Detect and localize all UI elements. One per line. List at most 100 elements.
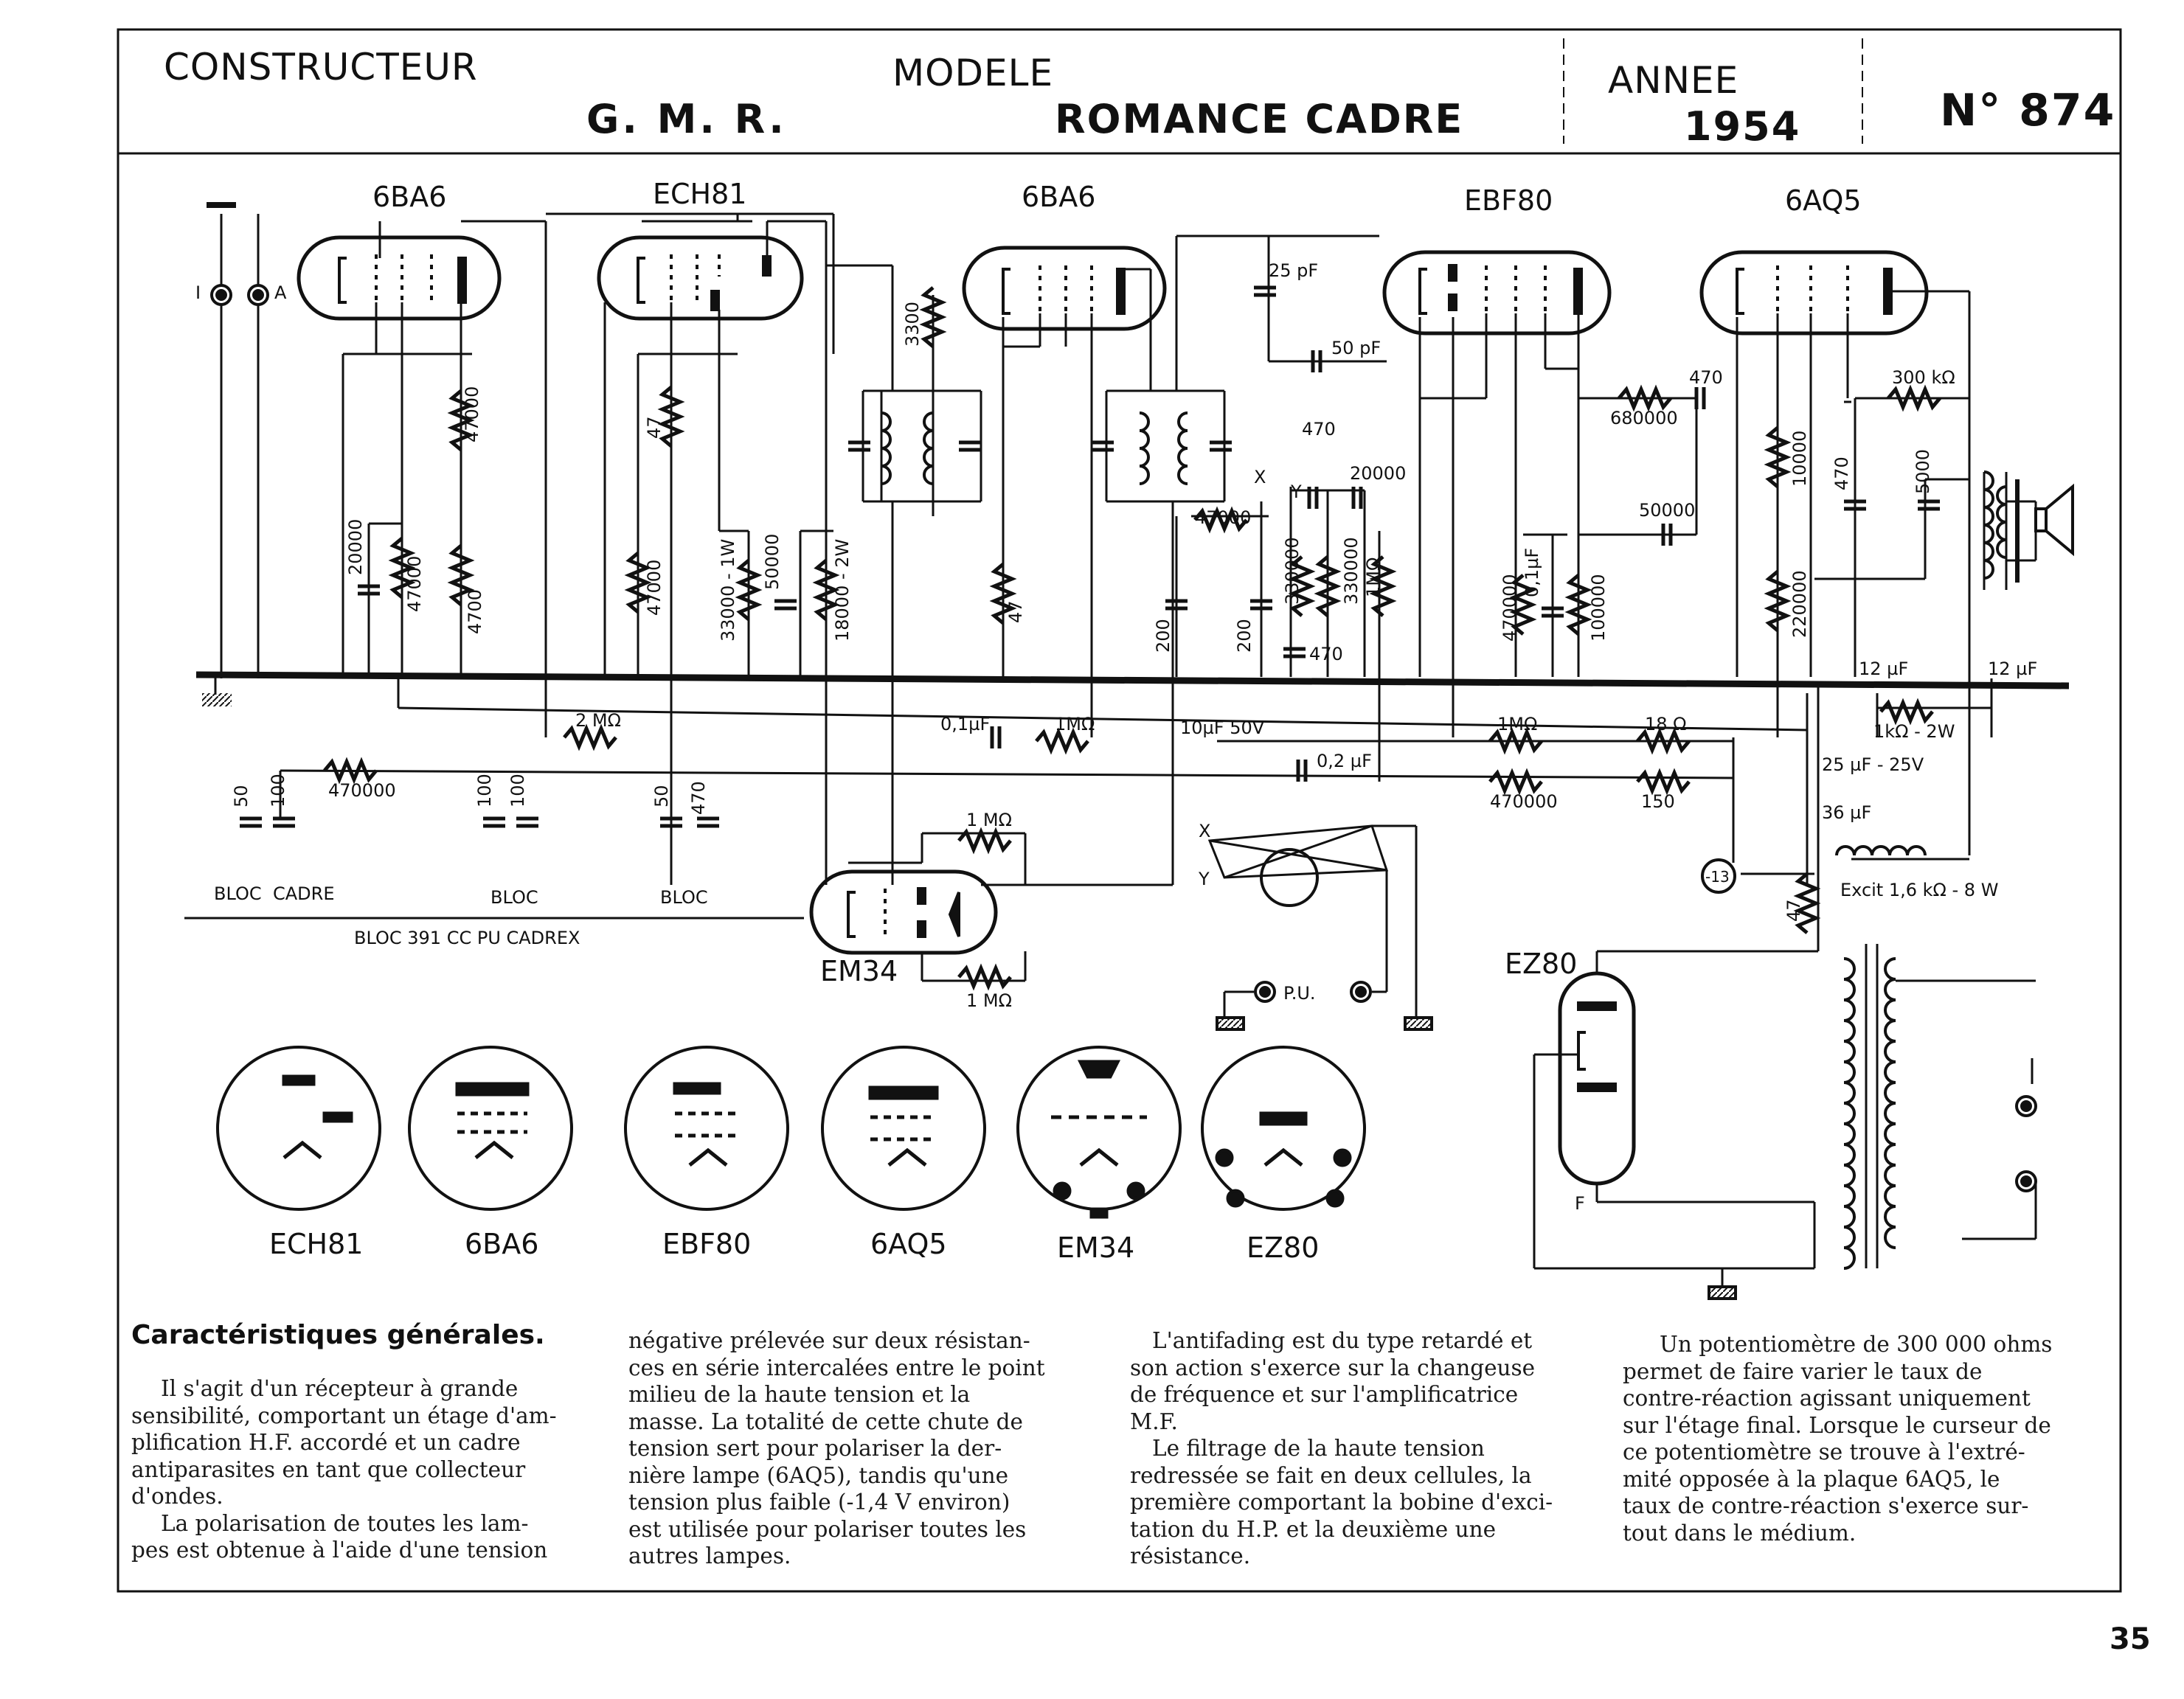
svg-text:47000: 47000 xyxy=(1195,507,1251,528)
svg-text:18000 - 2W: 18000 - 2W xyxy=(832,539,853,642)
svg-text:470000: 470000 xyxy=(1490,791,1558,812)
section-title: Caractéristiques générales. xyxy=(131,1320,545,1350)
svg-text:BLOC 391 CC PU CADREX: BLOC 391 CC PU CADREX xyxy=(354,928,580,948)
socket-label-em34: EM34 xyxy=(1057,1231,1134,1264)
svg-text:47000: 47000 xyxy=(644,560,665,616)
svg-text:CADRE: CADRE xyxy=(273,883,335,904)
svg-text:47: 47 xyxy=(1783,899,1804,922)
svg-text:47: 47 xyxy=(644,416,665,439)
socket-label-6ba6: 6BA6 xyxy=(465,1228,538,1260)
svg-text:I: I xyxy=(195,282,201,303)
svg-text:300 kΩ: 300 kΩ xyxy=(1892,367,1955,388)
svg-text:100: 100 xyxy=(507,774,528,807)
tube-label-6ba6-2: 6BA6 xyxy=(1022,181,1095,213)
svg-text:470: 470 xyxy=(1309,644,1343,664)
page-number: 35 xyxy=(2110,1622,2151,1656)
svg-text:A: A xyxy=(274,282,287,303)
socket-details xyxy=(282,1060,1352,1219)
svg-text:36 µF: 36 µF xyxy=(1822,802,1871,823)
svg-text:50000: 50000 xyxy=(1639,500,1695,521)
svg-text:5000: 5000 xyxy=(1913,449,1933,494)
svg-text:1MΩ: 1MΩ xyxy=(1055,714,1095,734)
svg-text:0,1µF: 0,1µF xyxy=(1522,548,1542,597)
tube-6ba6-1 xyxy=(297,235,502,321)
tube-6aq5 xyxy=(1699,250,1929,336)
tube-envelopes xyxy=(297,235,1929,1186)
tube-label-6ba6-1: 6BA6 xyxy=(372,181,446,213)
numero-value: N° 874 xyxy=(1940,85,2116,136)
resistors xyxy=(323,286,1941,991)
svg-text:25 pF: 25 pF xyxy=(1269,260,1318,281)
svg-text:BLOC: BLOC xyxy=(490,887,538,908)
svg-text:1kΩ - 2W: 1kΩ - 2W xyxy=(1873,721,1955,742)
text-col-1: Il s'agit d'un récepteur à grande sensib… xyxy=(131,1376,557,1563)
svg-text:330000: 330000 xyxy=(1282,537,1303,605)
tube-label-ez80: EZ80 xyxy=(1505,948,1577,980)
component-labels: 6BA6 ECH81 6BA6 EBF80 6AQ5 EM34 EZ80 I A… xyxy=(195,178,2037,1264)
svg-text:X: X xyxy=(1254,467,1266,487)
svg-text:20000: 20000 xyxy=(345,519,366,575)
terminals[interactable] xyxy=(210,284,2037,1192)
tube-label-em34: EM34 xyxy=(820,955,898,987)
svg-text:200: 200 xyxy=(1153,619,1174,653)
svg-text:10µF 50V: 10µF 50V xyxy=(1180,718,1265,738)
svg-text:12 µF: 12 µF xyxy=(1988,659,2037,679)
modele-value: ROMANCE CADRE xyxy=(1055,96,1464,142)
text-col-4: Un potentiomètre de 300 000 ohms permet … xyxy=(1623,1332,2053,1546)
svg-text:F: F xyxy=(1575,1193,1585,1214)
svg-text:1 MΩ: 1 MΩ xyxy=(966,810,1012,830)
svg-text:150: 150 xyxy=(1641,791,1675,812)
ground-icons xyxy=(207,202,1737,1300)
svg-text:50 pF: 50 pF xyxy=(1331,338,1381,358)
capacitors xyxy=(240,285,1940,828)
svg-text:470: 470 xyxy=(688,781,709,815)
svg-text:200: 200 xyxy=(1234,619,1255,653)
ground-bus xyxy=(195,671,2070,706)
modele-label: MODELE xyxy=(892,52,1054,94)
annee-value: 1954 xyxy=(1684,103,1801,150)
svg-text:470000: 470000 xyxy=(1500,574,1520,642)
svg-text:47000: 47000 xyxy=(462,386,482,442)
svg-text:Excit 1,6 kΩ - 8 W: Excit 1,6 kΩ - 8 W xyxy=(1840,880,1998,900)
svg-text:47: 47 xyxy=(1005,600,1026,623)
svg-text:10000: 10000 xyxy=(1789,431,1810,487)
tube-6ba6-2 xyxy=(962,246,1167,331)
tube-label-ech81: ECH81 xyxy=(653,178,746,210)
svg-text:470: 470 xyxy=(1302,419,1336,439)
svg-text:1MΩ: 1MΩ xyxy=(1363,557,1384,597)
svg-text:470000: 470000 xyxy=(328,780,396,801)
svg-text:33000 - 1W: 33000 - 1W xyxy=(718,539,738,642)
svg-text:50: 50 xyxy=(651,785,672,807)
svg-text:680000: 680000 xyxy=(1610,408,1678,428)
svg-text:18 Ω: 18 Ω xyxy=(1645,714,1687,734)
tube-sockets xyxy=(216,1046,1366,1211)
svg-text:50000: 50000 xyxy=(762,534,783,590)
svg-text:470: 470 xyxy=(1689,367,1723,388)
text-col-2: négative prélevée sur deux résistan- ces… xyxy=(628,1328,1045,1568)
svg-text:0,2 µF: 0,2 µF xyxy=(1317,751,1372,771)
svg-text:2 MΩ: 2 MΩ xyxy=(575,710,621,731)
wiring xyxy=(220,212,2037,1287)
constructeur-value: G. M. R. xyxy=(586,96,787,142)
svg-text:Y: Y xyxy=(1290,482,1302,502)
svg-text:50: 50 xyxy=(231,785,252,807)
svg-text:1MΩ: 1MΩ xyxy=(1497,714,1537,734)
text-col-3: L'antifading est du type retardé et son … xyxy=(1130,1328,1553,1568)
socket-label-ez80: EZ80 xyxy=(1247,1231,1319,1264)
svg-text:4700: 4700 xyxy=(465,589,485,634)
tube-label-ebf80: EBF80 xyxy=(1464,184,1553,217)
tube-ebf80 xyxy=(1382,250,1612,336)
svg-text:3300: 3300 xyxy=(902,302,923,347)
svg-text:BLOC: BLOC xyxy=(660,887,708,908)
svg-text:-13: -13 xyxy=(1705,868,1730,886)
svg-text:47000: 47000 xyxy=(404,556,425,612)
svg-text:Y: Y xyxy=(1198,869,1210,889)
socket-label-ech81: ECH81 xyxy=(269,1228,363,1260)
svg-text:0,1µF: 0,1µF xyxy=(940,714,990,734)
tube-label-6aq5: 6AQ5 xyxy=(1785,184,1862,217)
socket-label-6aq5: 6AQ5 xyxy=(870,1228,947,1260)
svg-text:20000: 20000 xyxy=(1350,463,1406,484)
coils xyxy=(881,411,2007,1270)
svg-text:220000: 220000 xyxy=(1789,570,1810,638)
frame xyxy=(117,28,2122,1593)
